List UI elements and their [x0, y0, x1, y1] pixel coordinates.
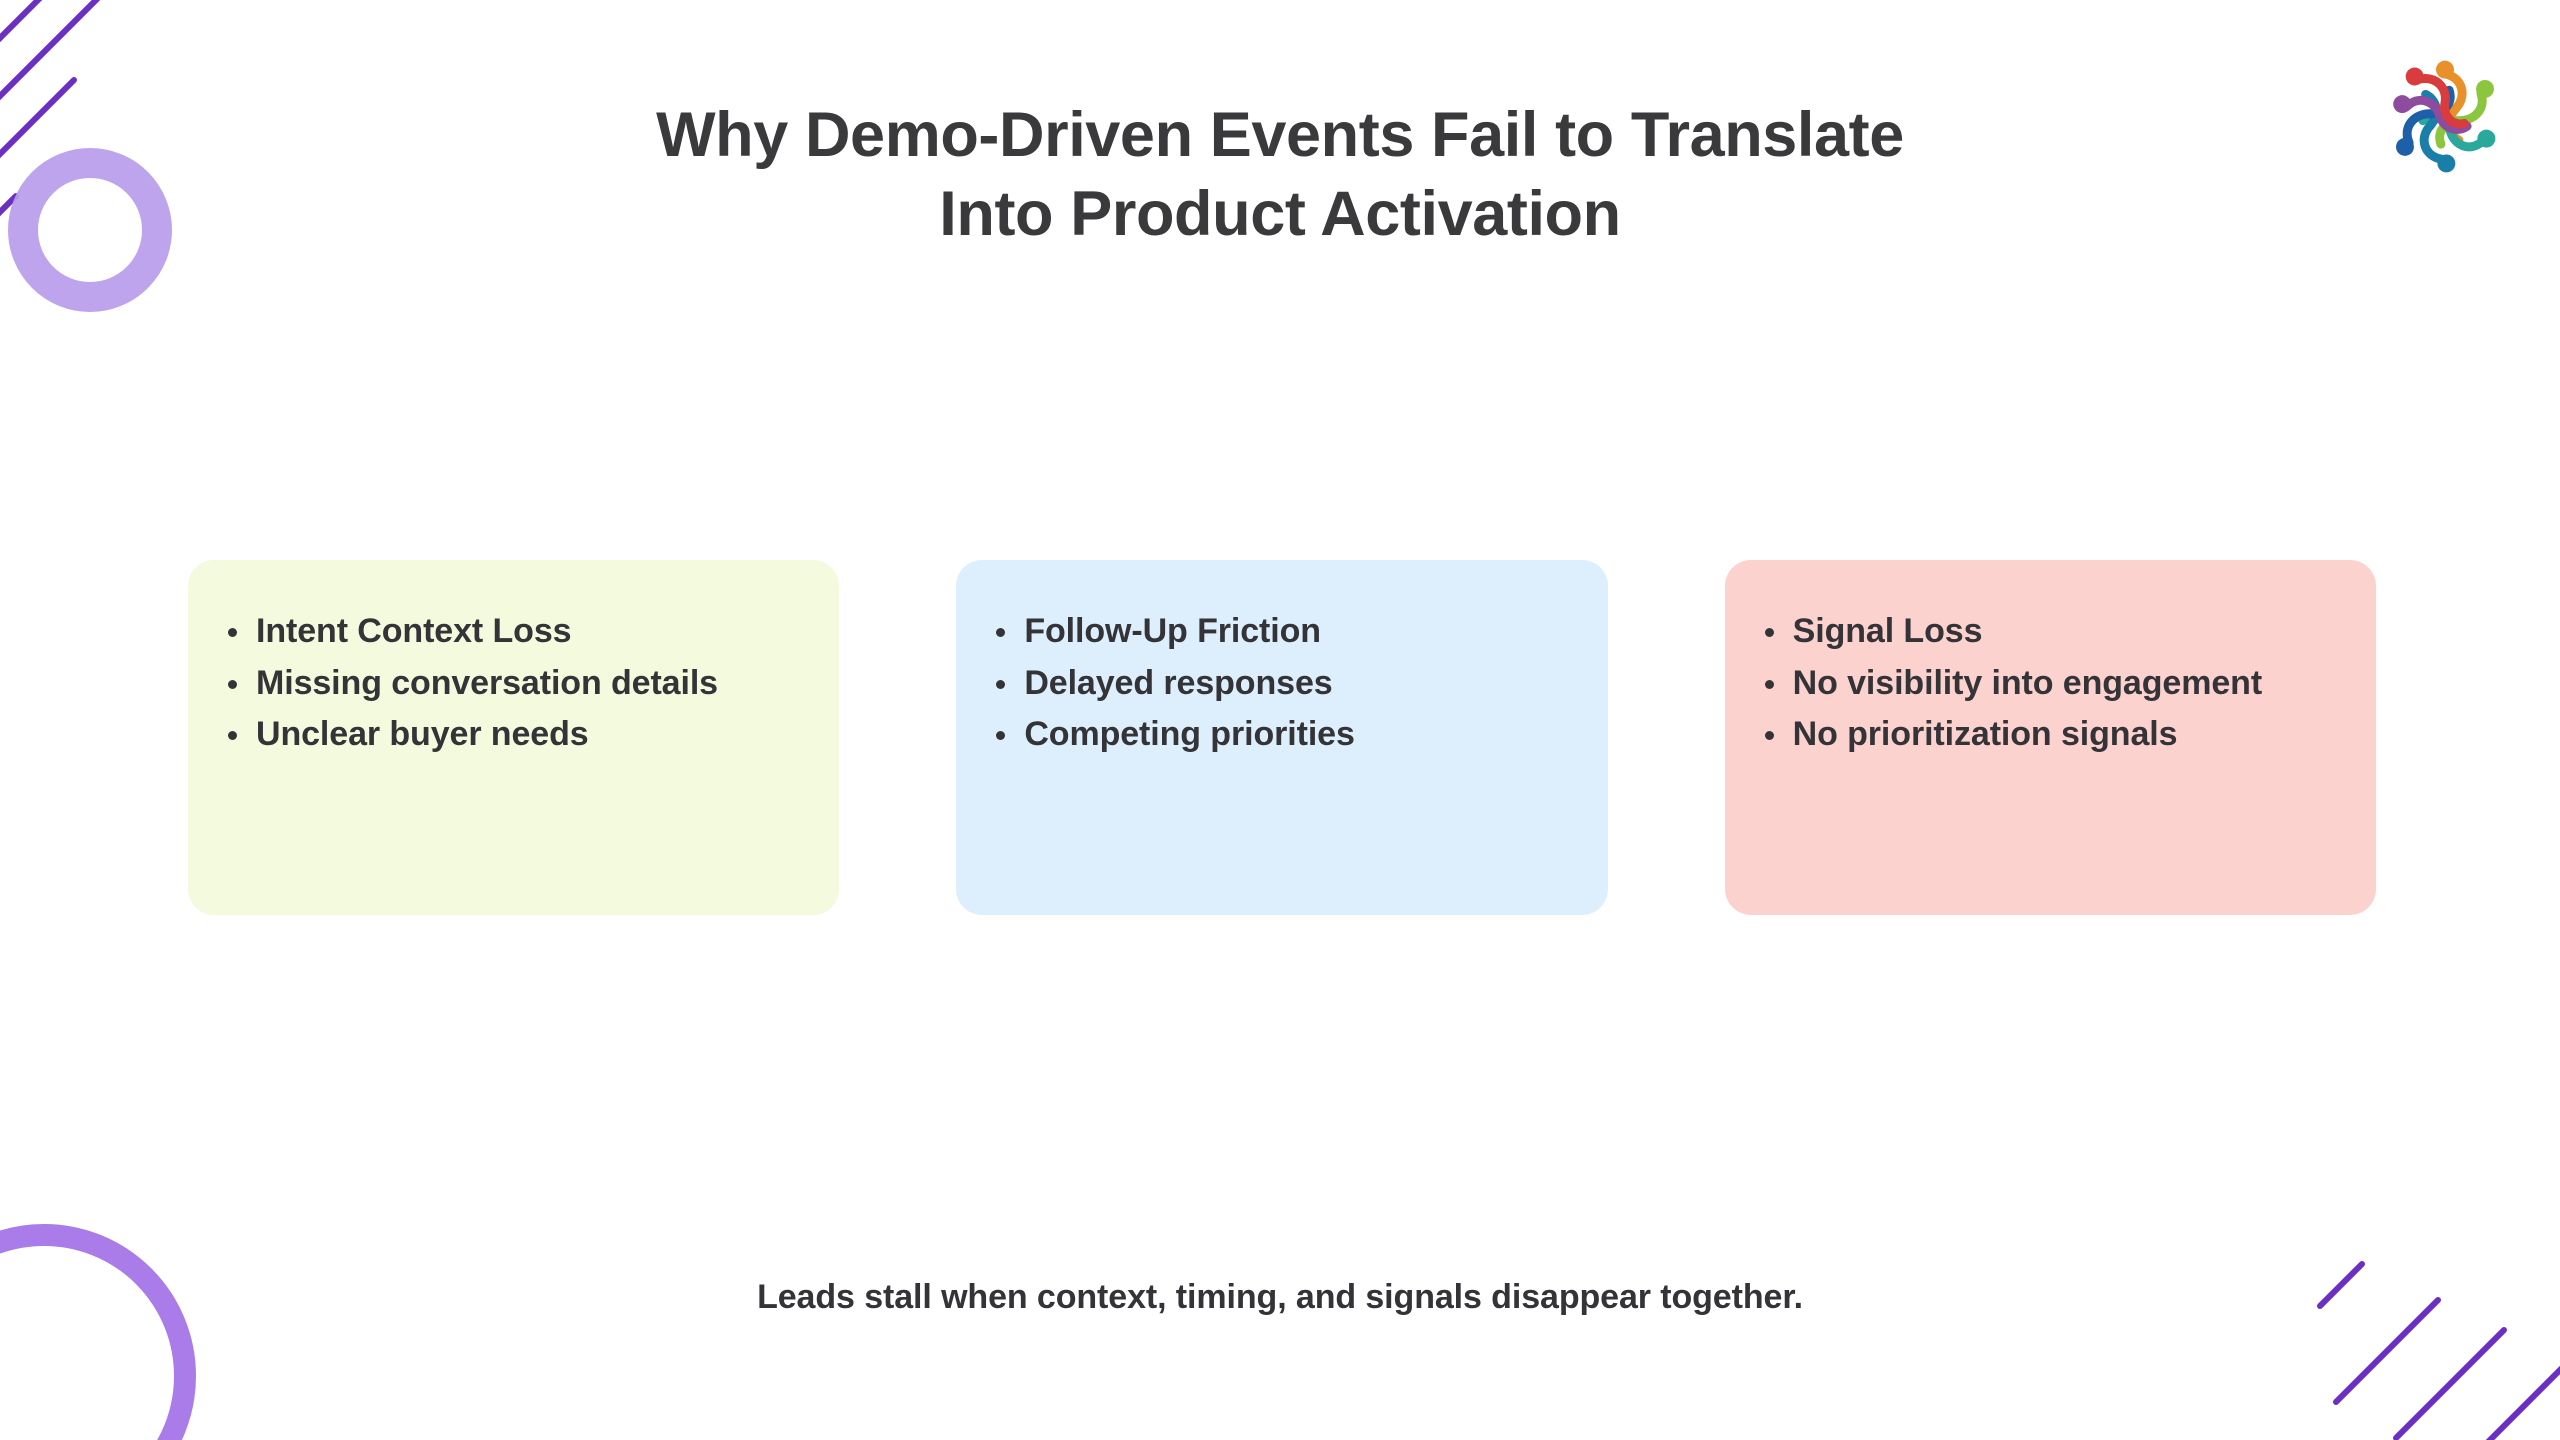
brand-logo-icon	[2376, 42, 2514, 180]
card-bullet-list: Follow-Up Friction Delayed responses Com…	[974, 606, 1567, 761]
card-bullet-list: Signal Loss No visibility into engagemen…	[1743, 606, 2336, 761]
follow-up-friction-card: Follow-Up Friction Delayed responses Com…	[956, 560, 1608, 915]
list-item: Competing priorities	[974, 709, 1567, 761]
intent-context-loss-card: Intent Context Loss Missing conversation…	[188, 560, 840, 915]
page-title: Why Demo-Driven Events Fail to Translate…	[380, 96, 2180, 254]
page-title-line-1: Why Demo-Driven Events Fail to Translate	[656, 100, 1904, 170]
list-item: No visibility into engagement	[1743, 658, 2336, 710]
list-item: Missing conversation details	[206, 658, 799, 710]
signal-loss-card: Signal Loss No visibility into engagemen…	[1724, 560, 2376, 915]
ring-top-left-icon	[8, 148, 172, 312]
list-item: Intent Context Loss	[206, 606, 799, 658]
list-item: Unclear buyer needs	[206, 709, 799, 761]
list-item: No prioritization signals	[1743, 709, 2336, 761]
page-title-line-2: Into Product Activation	[939, 178, 1621, 249]
footer-takeaway: Leads stall when context, timing, and si…	[757, 1278, 1803, 1316]
cards-row: Intent Context Loss Missing conversation…	[188, 560, 2376, 915]
ring-bottom-left-icon	[0, 1224, 196, 1440]
diagonal-stripes-top-left-icon	[0, 0, 308, 324]
list-item: Follow-Up Friction	[974, 606, 1567, 658]
list-item: Delayed responses	[974, 658, 1567, 710]
list-item: Signal Loss	[1743, 606, 2336, 658]
card-bullet-list: Intent Context Loss Missing conversation…	[206, 606, 799, 761]
